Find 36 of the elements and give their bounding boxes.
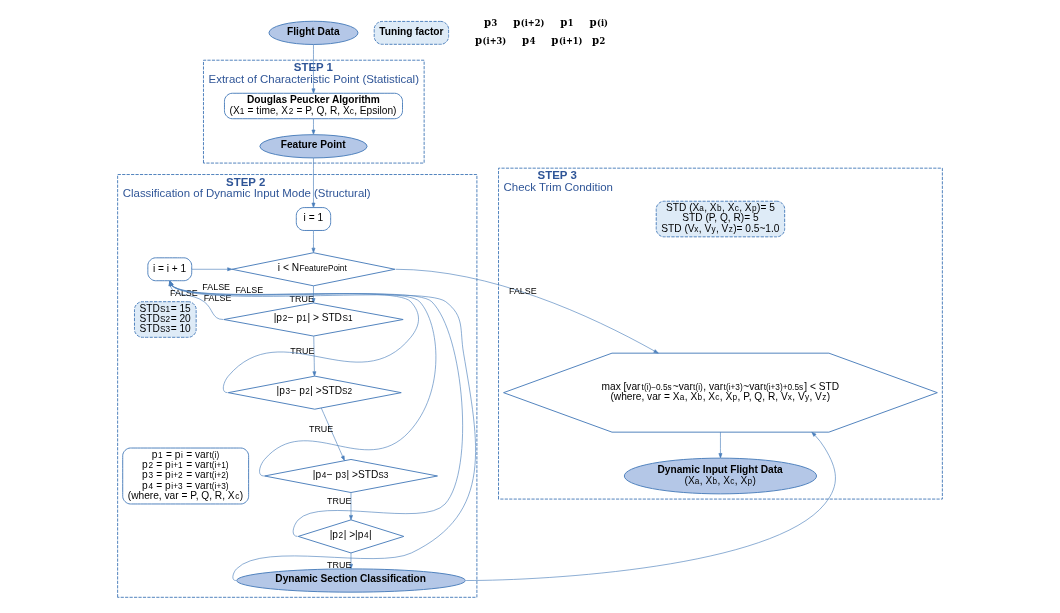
node-ellipse: Dynamic Section Classification — [236, 568, 466, 593]
edge-label: FALSE — [235, 284, 264, 295]
arrow — [311, 285, 316, 304]
arrow — [465, 431, 836, 581]
node-ellipse: Flight Data — [268, 20, 359, 45]
arrow — [191, 267, 233, 272]
label: p1 — [560, 15, 574, 28]
arrow — [311, 230, 316, 253]
node-box: Tuning factor — [373, 20, 450, 45]
label: p2 — [592, 33, 606, 46]
arrow — [311, 157, 316, 208]
arrow — [349, 552, 353, 570]
label: p4 — [522, 33, 536, 46]
node-box: i = i + 1 — [147, 257, 193, 282]
arrow — [311, 44, 316, 94]
label: p(i) — [589, 15, 609, 28]
node-ellipse: Feature Point — [259, 134, 368, 159]
edge-label: FALSE — [202, 282, 231, 293]
arrow — [320, 407, 345, 461]
arrow — [395, 268, 659, 354]
label: p(i+2) — [513, 15, 545, 28]
node-box: i = 1 — [295, 207, 332, 231]
label: p3 — [483, 15, 498, 28]
arrow — [718, 431, 723, 459]
edge-label: FALSE — [508, 286, 537, 297]
arrow — [349, 492, 353, 521]
edge-label: TRUE — [327, 496, 352, 507]
label: p(i+1) — [551, 33, 583, 46]
edge-label: TRUE — [309, 423, 334, 434]
arrow — [312, 335, 317, 377]
arrow — [311, 118, 316, 135]
edge-label: FALSE — [203, 293, 232, 304]
edge-label: TRUE — [290, 345, 315, 356]
edge-label: TRUE — [289, 293, 314, 304]
label: p(i+3) — [475, 33, 507, 46]
edge-label: TRUE — [327, 559, 352, 570]
